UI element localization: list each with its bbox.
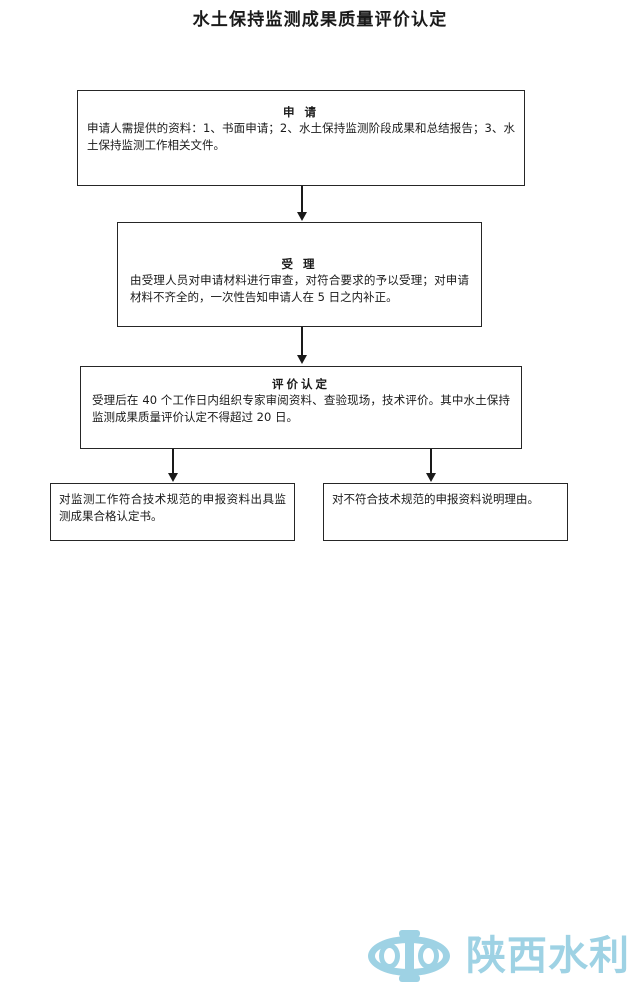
watermark-text: 陕西水利 (466, 933, 630, 979)
flow-node-fail-body: 对不符合技术规范的申报资料说明理由。 (332, 492, 539, 506)
flow-node-apply: 申 请 申请人需提供的资料：1、书面申请；2、水土保持监测阶段成果和总结报告；3… (77, 90, 525, 186)
emblem-cap-bottom (399, 975, 420, 982)
flow-node-evaluate-body: 受理后在 40 个工作日内组织专家审阅资料、查验现场，技术评价。其中水土保持监测… (92, 393, 510, 424)
flow-node-accept-heading: 受 理 (281, 257, 318, 271)
emblem-center-bar (405, 930, 414, 982)
flow-node-pass-body: 对监测工作符合技术规范的申报资料出具监测成果合格认定书。 (59, 492, 286, 523)
arrow-head (426, 473, 436, 482)
watermark: 陕西水利 (366, 925, 634, 987)
page-title: 水土保持监测成果质量评价认定 (192, 10, 448, 30)
flow-node-accept: 受 理 由受理人员对申请材料进行审查，对符合要求的予以受理；对申请材料不齐全的，… (117, 222, 482, 327)
arrow-shaft (301, 327, 303, 357)
emblem-eye-left (379, 943, 400, 969)
flow-node-apply-heading: 申 请 (282, 105, 319, 119)
arrow-head (168, 473, 178, 482)
emblem-cap-top (399, 930, 420, 937)
shaanxi-water-emblem-icon (366, 930, 452, 982)
arrow-shaft (301, 186, 303, 214)
flow-node-fail: 对不符合技术规范的申报资料说明理由。 (323, 483, 568, 541)
flow-node-pass: 对监测工作符合技术规范的申报资料出具监测成果合格认定书。 (50, 483, 295, 541)
flow-node-evaluate-heading: 评价认定 (272, 377, 330, 391)
emblem-eye-right (418, 943, 439, 969)
flow-node-accept-body: 由受理人员对申请材料进行审查，对符合要求的予以受理；对申请材料不齐全的，一次性告… (130, 273, 469, 304)
arrow-shaft (172, 449, 174, 474)
flow-node-apply-body: 申请人需提供的资料：1、书面申请；2、水土保持监测阶段成果和总结报告；3、水土保… (87, 121, 515, 152)
arrow-head (297, 212, 307, 221)
arrow-shaft (430, 449, 432, 474)
flow-node-evaluate: 评价认定 受理后在 40 个工作日内组织专家审阅资料、查验现场，技术评价。其中水… (80, 366, 522, 449)
arrow-head (297, 355, 307, 364)
